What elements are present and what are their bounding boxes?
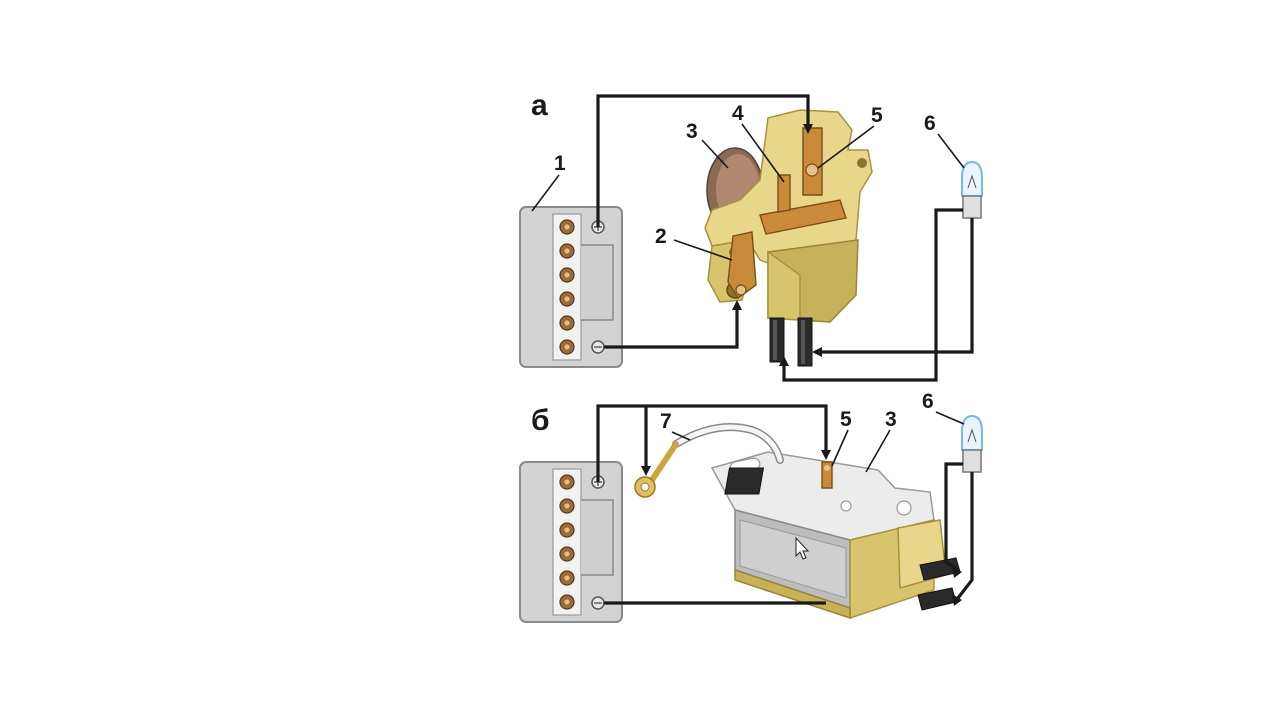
callouts-a: 1 2 3 4 5 6 — [531, 102, 965, 261]
callout-3-b: 3 — [885, 408, 897, 431]
callout-2: 2 — [655, 225, 667, 248]
panel-a: а — [519, 89, 983, 382]
voltage-regulator-b — [710, 451, 961, 620]
terminal-block-b — [559, 474, 575, 610]
wires-b — [596, 404, 974, 606]
panel-b: б — [519, 390, 983, 623]
callout-5: 5 — [871, 104, 883, 127]
wires-a — [596, 94, 974, 382]
callout-5-b: 5 — [840, 408, 852, 431]
callouts-b: 7 5 3 6 — [660, 390, 965, 473]
callout-6-b: 6 — [922, 390, 934, 413]
lamp-b — [961, 414, 983, 473]
callout-6: 6 — [924, 112, 936, 135]
callout-3: 3 — [686, 120, 698, 143]
control-unit-b — [519, 461, 623, 623]
ground-lead-b — [634, 423, 784, 498]
callout-1: 1 — [554, 152, 566, 175]
callout-4: 4 — [732, 102, 744, 125]
control-unit-a — [519, 206, 623, 368]
voltage-regulator-a — [704, 109, 873, 367]
lamp-a — [961, 160, 983, 219]
mouse-cursor-icon — [795, 536, 810, 560]
panel-b-letter: б — [531, 404, 550, 437]
panel-a-letter: а — [531, 89, 548, 122]
callout-7: 7 — [660, 410, 672, 433]
terminal-block-a — [559, 219, 575, 355]
